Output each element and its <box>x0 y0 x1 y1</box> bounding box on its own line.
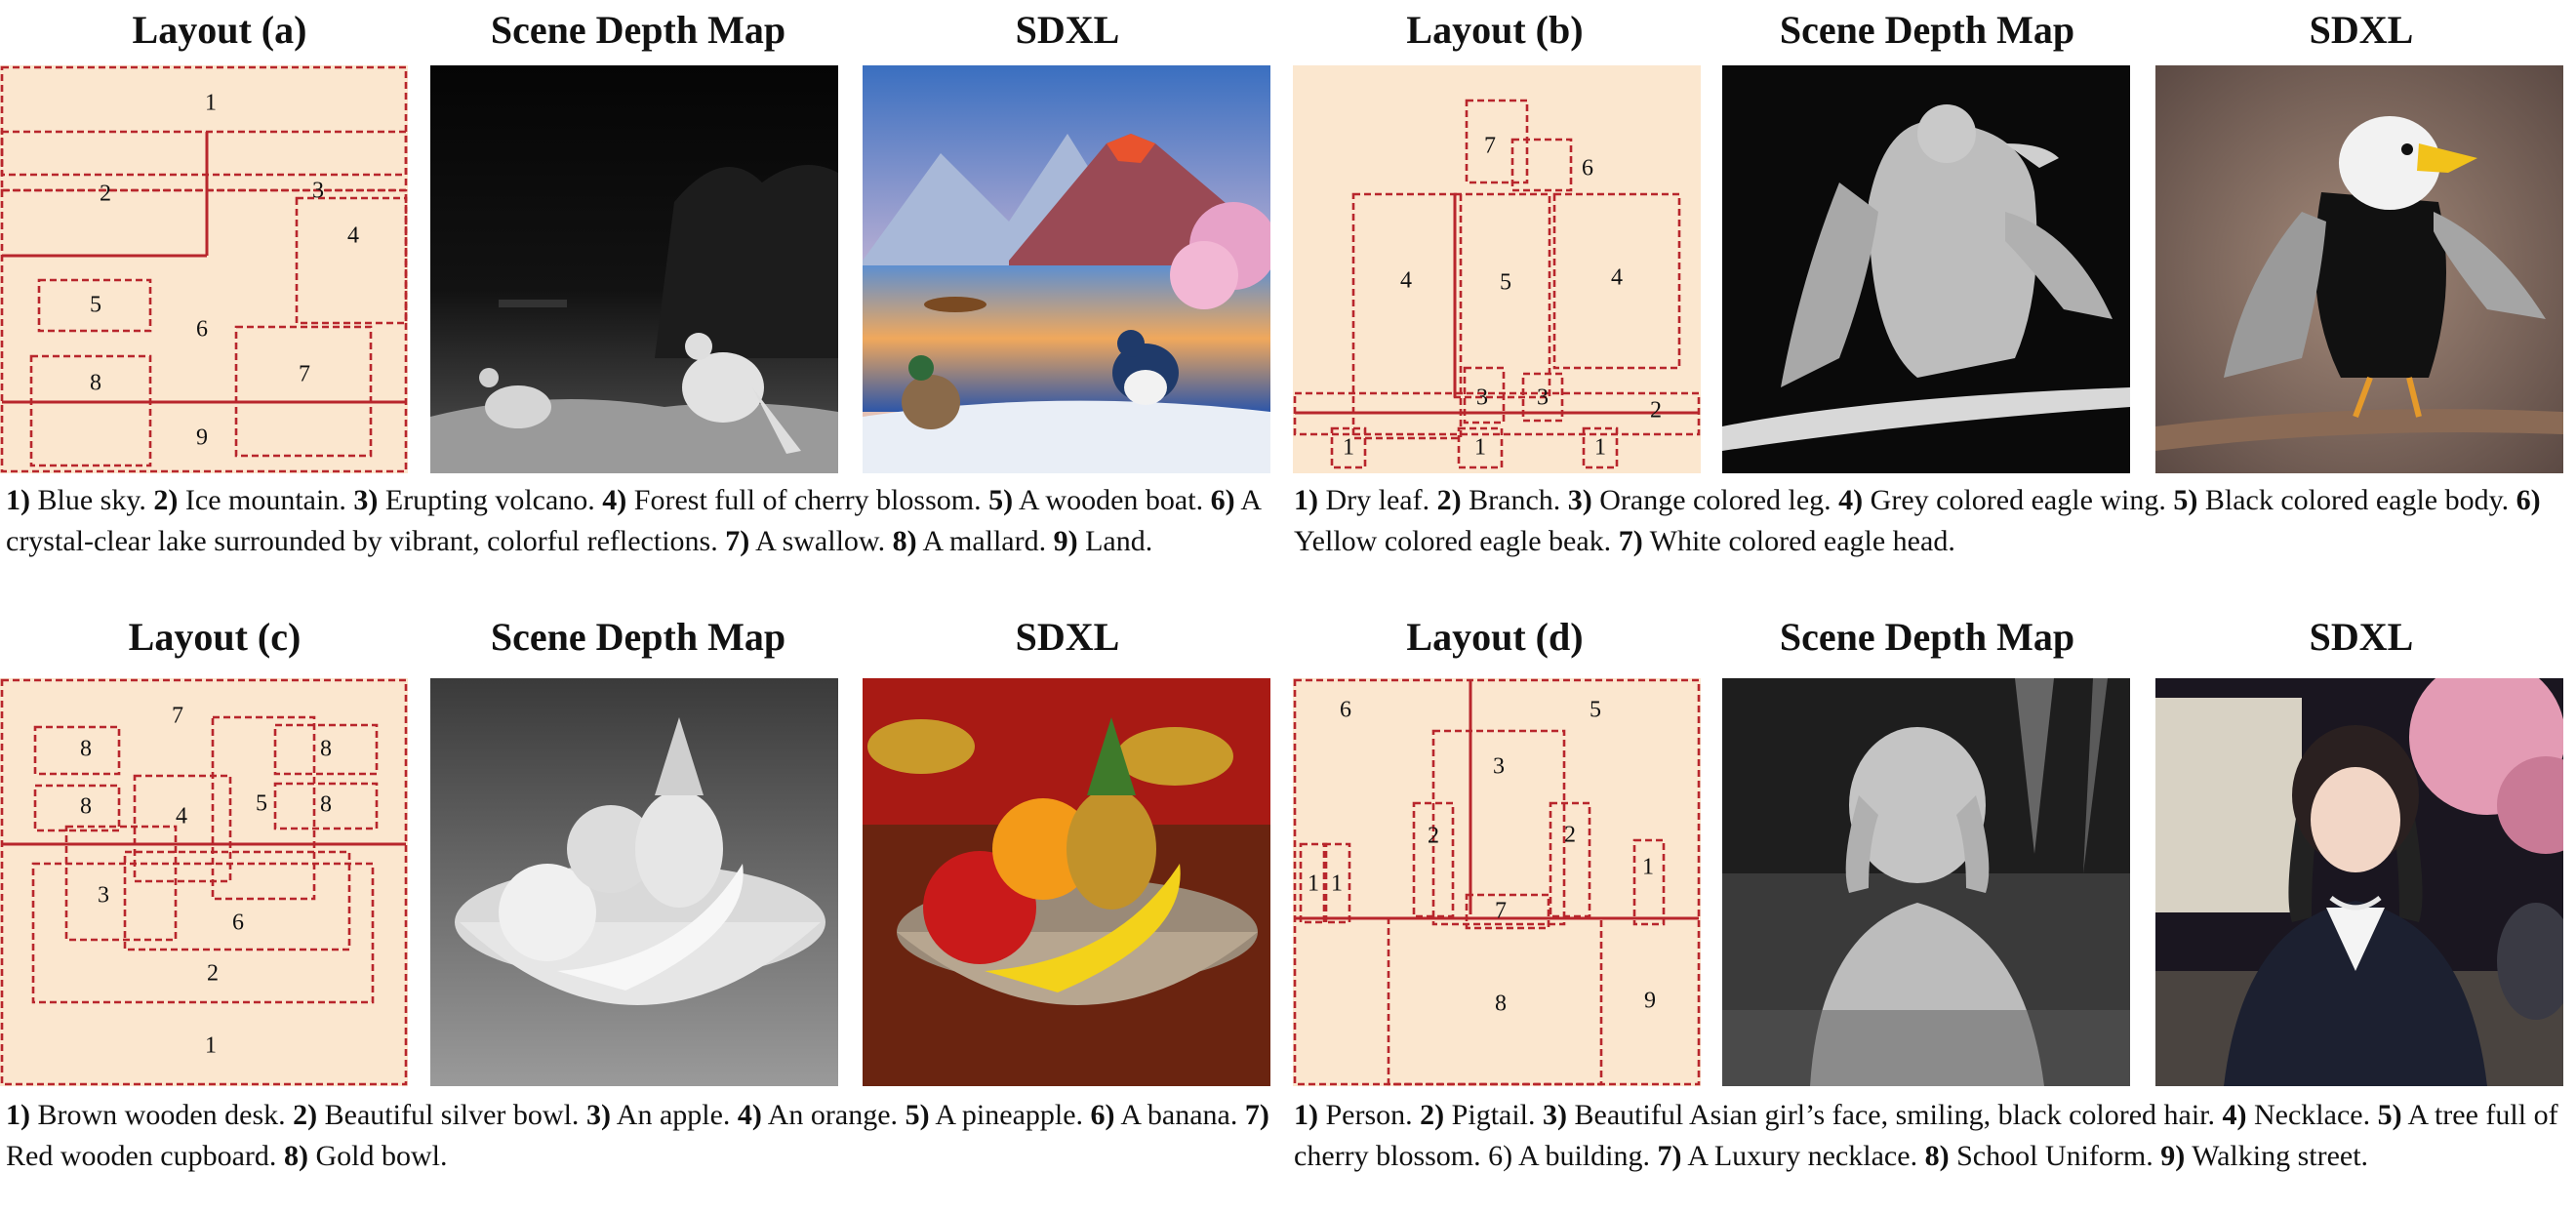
layout-a-number: 6 <box>196 317 208 343</box>
layout-c-number: 8 <box>320 792 332 818</box>
sdxl-d-title: SDXL <box>2309 615 2414 659</box>
layout-d-number: 7 <box>1495 899 1507 924</box>
sdxl-c-image <box>863 678 1270 1086</box>
layout-b-title: Layout (b) <box>1406 8 1584 52</box>
layout-c-number: 8 <box>80 737 92 762</box>
layout-d-title: Layout (d) <box>1406 615 1584 659</box>
layout-b-panel: 1 1 1 2 3 3 4 4 5 6 7 <box>1293 65 1701 473</box>
layout-d-number: 2 <box>1564 823 1576 848</box>
layout-a-number: 9 <box>196 425 208 451</box>
sdxl-c-title: SDXL <box>1015 615 1120 659</box>
layout-c-number: 7 <box>172 704 183 729</box>
sdxl-a-title: SDXL <box>1015 8 1120 52</box>
layout-a-number: 3 <box>312 179 324 204</box>
layout-d-number: 1 <box>1642 855 1654 880</box>
layout-d-number: 8 <box>1495 991 1507 1017</box>
layout-c-number: 1 <box>205 1033 217 1059</box>
depth-map-d-image <box>1722 678 2130 1086</box>
layout-c-title: Layout (c) <box>128 615 302 659</box>
caption-d: 1) Person. 2) Pigtail. 3) Beautiful Asia… <box>1294 1099 2558 1172</box>
layout-b-number: 2 <box>1650 398 1662 424</box>
layout-d-number: 5 <box>1590 698 1601 723</box>
caption-a: 1) Blue sky. 2) Ice mountain. 3) Eruptin… <box>6 484 1261 557</box>
layout-c-number: 3 <box>98 883 109 909</box>
layout-a-number: 7 <box>299 362 310 387</box>
layout-a-number: 1 <box>205 91 217 116</box>
depth-map-b-image <box>1722 65 2130 473</box>
layout-a-number: 5 <box>90 293 101 318</box>
layout-b-number: 4 <box>1400 268 1412 294</box>
layout-c-number: 5 <box>256 791 267 817</box>
sdxl-b-title: SDXL <box>2309 8 2414 52</box>
layout-c-number: 2 <box>207 961 219 987</box>
layout-a-title: Layout (a) <box>132 8 307 52</box>
layout-d-number: 6 <box>1340 698 1351 723</box>
depth-d-title: Scene Depth Map <box>1779 615 2075 659</box>
layout-d-number: 1 <box>1308 871 1319 897</box>
depth-map-a-image <box>430 65 838 473</box>
layout-a-panel: 1 2 3 4 5 6 7 8 9 <box>0 65 408 473</box>
layout-d-number: 9 <box>1644 989 1656 1014</box>
layout-d-panel: 1 1 1 2 2 3 5 6 7 8 9 <box>1293 678 1701 1086</box>
layout-d-number: 2 <box>1428 824 1439 849</box>
layout-a-number: 4 <box>347 223 359 249</box>
layout-b-number: 6 <box>1582 156 1593 182</box>
caption-c: 1) Brown wooden desk. 2) Beautiful silve… <box>6 1099 1269 1172</box>
sdxl-a-image <box>863 65 1270 473</box>
sdxl-d-image <box>2155 678 2563 1086</box>
sdxl-b-image <box>2155 65 2563 473</box>
caption-b: 1) Dry leaf. 2) Branch. 3) Orange colore… <box>1294 484 2541 557</box>
layout-b-number: 4 <box>1611 265 1623 291</box>
layout-b-number: 1 <box>1594 435 1606 461</box>
layout-d-number: 3 <box>1493 754 1505 780</box>
layout-c-number: 4 <box>176 804 187 830</box>
layout-b-number: 3 <box>1476 385 1488 411</box>
layout-b-number: 5 <box>1500 270 1511 296</box>
layout-b-number: 7 <box>1484 134 1496 159</box>
depth-map-c-image <box>430 678 838 1086</box>
layout-b-number: 3 <box>1537 385 1549 411</box>
layout-b-number: 1 <box>1474 435 1486 461</box>
layout-c-number: 6 <box>232 910 244 936</box>
layout-a-number: 2 <box>100 182 111 207</box>
layout-a-number: 8 <box>90 371 101 396</box>
depth-c-title: Scene Depth Map <box>490 615 786 659</box>
depth-a-title: Scene Depth Map <box>490 8 786 52</box>
layout-c-number: 8 <box>320 737 332 762</box>
layout-c-number: 8 <box>80 794 92 820</box>
depth-b-title: Scene Depth Map <box>1779 8 2075 52</box>
layout-b-number: 1 <box>1343 435 1354 461</box>
layout-d-number: 1 <box>1331 871 1343 897</box>
layout-c-panel: 1 2 3 4 5 6 7 8 8 8 8 <box>0 678 408 1086</box>
